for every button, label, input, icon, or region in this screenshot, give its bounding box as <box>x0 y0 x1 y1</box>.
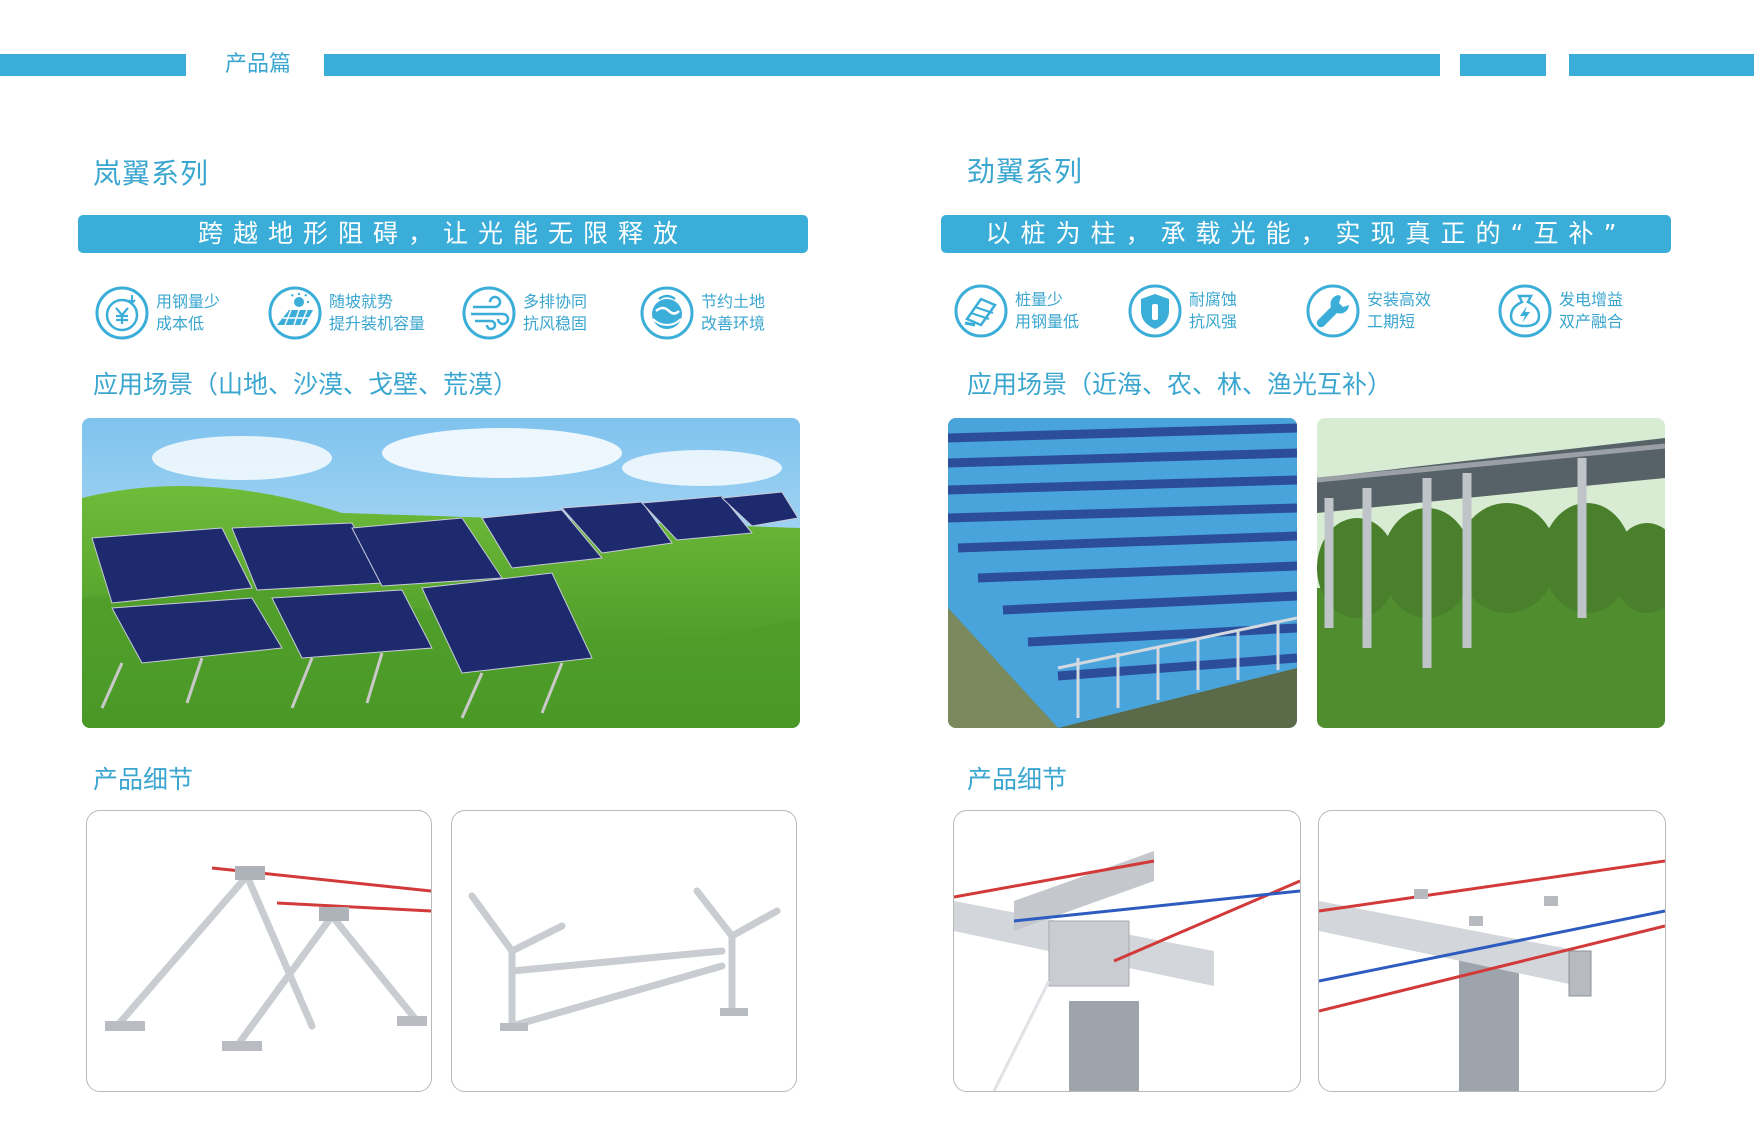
feature-line2: 成本低 <box>156 314 205 333</box>
feature-line2: 改善环境 <box>701 314 766 333</box>
right-slogan-banner: 以桩为柱，承载光能，实现真正的“互补” <box>941 215 1671 253</box>
wrench-icon <box>1306 284 1360 338</box>
pile-steel-icon <box>954 284 1008 338</box>
feature-line2: 抗风强 <box>1189 312 1238 331</box>
feature-line1: 用钢量少 <box>156 292 221 311</box>
left-detail-card-1 <box>86 810 432 1092</box>
feature-line2: 双产融合 <box>1559 312 1624 331</box>
feature-line2: 抗风稳固 <box>523 314 588 333</box>
section-label: 产品篇 <box>224 52 291 77</box>
right-detail-card-2 <box>1318 810 1666 1092</box>
header-band-main <box>324 54 1440 76</box>
right-scenario-title: 应用场景（近海、农、林、渔光互补） <box>967 370 1393 399</box>
right-series-title: 劲翼系列 <box>967 155 1084 188</box>
right-feature-2: 耐腐蚀抗风强 <box>1127 280 1237 342</box>
right-feature-4: 发电增益双产融合 <box>1497 280 1623 342</box>
right-feature-1: 桩量少用钢量低 <box>953 280 1079 342</box>
power-bag-icon <box>1498 284 1552 338</box>
feature-line1: 随坡就势 <box>329 292 394 311</box>
feature-line1: 耐腐蚀 <box>1189 290 1238 309</box>
feature-line1: 发电增益 <box>1559 290 1624 309</box>
feature-line1: 多排协同 <box>523 292 588 311</box>
left-scenario-title: 应用场景（山地、沙漠、戈壁、荒漠） <box>93 370 519 399</box>
left-feature-3: 多排协同抗风稳固 <box>461 282 587 344</box>
wind-icon <box>462 286 516 340</box>
left-feature-2: 随坡就势提升装机容量 <box>267 282 425 344</box>
header-band-seg3 <box>1569 54 1754 76</box>
feature-line2: 工期短 <box>1367 312 1416 331</box>
right-feature-3: 安装高效工期短 <box>1305 280 1431 342</box>
right-detail-card-1 <box>953 810 1301 1092</box>
right-scenario-image-water <box>948 418 1297 728</box>
left-detail-title: 产品细节 <box>93 765 194 794</box>
feature-line1: 节约土地 <box>701 292 766 311</box>
right-scenario-image-forest <box>1317 418 1665 728</box>
shield-icon <box>1128 284 1182 338</box>
left-series-title: 岚翼系列 <box>93 157 210 190</box>
right-detail-title: 产品细节 <box>967 765 1068 794</box>
slope-solar-icon <box>268 286 322 340</box>
left-feature-4: 节约土地改善环境 <box>639 282 765 344</box>
land-globe-icon <box>640 286 694 340</box>
left-detail-card-2 <box>451 810 797 1092</box>
feature-line2: 提升装机容量 <box>329 314 426 333</box>
header-band-seg2 <box>1460 54 1546 76</box>
header-band-left <box>0 54 186 76</box>
left-feature-1: 用钢量少成本低 <box>94 282 220 344</box>
feature-line1: 桩量少 <box>1015 290 1064 309</box>
feature-line1: 安装高效 <box>1367 290 1432 309</box>
feature-line2: 用钢量低 <box>1015 312 1080 331</box>
yen-steel-icon <box>95 286 149 340</box>
left-slogan-banner: 跨越地形阻碍，让光能无限释放 <box>78 215 808 253</box>
left-scenario-image <box>82 418 800 728</box>
